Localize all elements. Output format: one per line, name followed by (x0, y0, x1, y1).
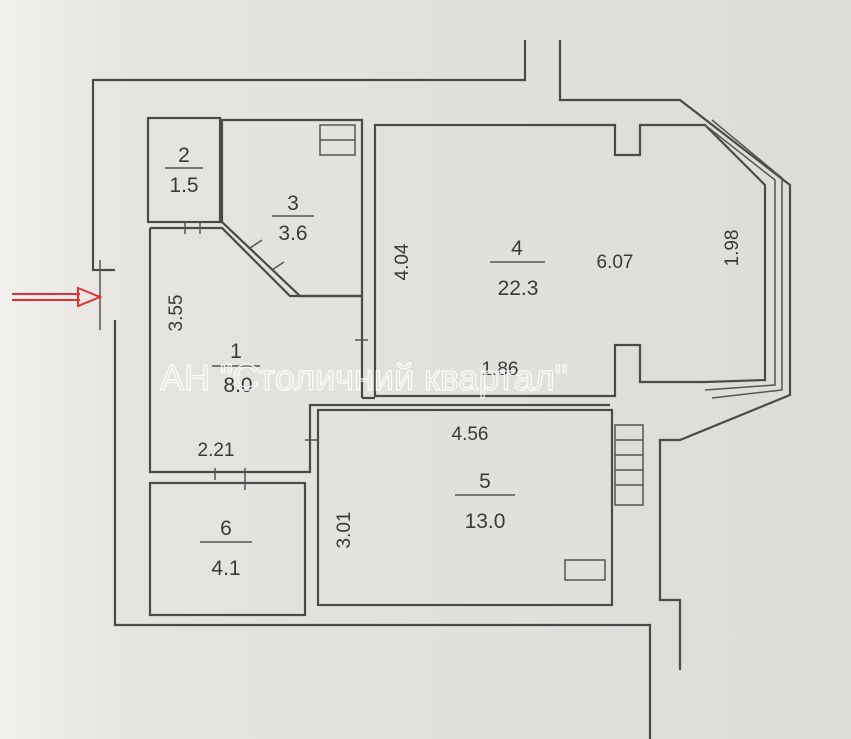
svg-text:4.1: 4.1 (211, 557, 240, 580)
door-marks (184, 222, 368, 490)
dim-room4-height: 4.04 (392, 243, 413, 280)
room-1-outline (150, 226, 364, 398)
dim-bay-window: 1.98 (722, 230, 743, 267)
dim-room1-height: 3.55 (166, 295, 187, 332)
room-2-outline (146, 116, 222, 224)
svg-text:22.3: 22.3 (498, 277, 539, 300)
room-3-label: 3 3.6 (272, 192, 314, 245)
dim-room5-height: 3.01 (334, 512, 355, 549)
svg-text:5: 5 (479, 470, 491, 493)
room-4-label: 4 22.3 (490, 237, 545, 300)
svg-text:13.0: 13.0 (465, 510, 506, 533)
dim-room4-width: 6.07 (597, 252, 634, 273)
dim-room4-bottom: 1.86 (482, 359, 519, 380)
svg-text:1.5: 1.5 (169, 174, 198, 197)
room-5-outline (316, 408, 614, 607)
svg-text:6: 6 (220, 517, 232, 540)
dim-room1-width: 2.21 (198, 440, 235, 461)
outer-walls (91, 40, 792, 739)
room-2-label: 2 1.5 (165, 144, 203, 197)
room-6-label: 6 4.1 (200, 517, 252, 580)
entrance-arrow-icon (12, 286, 103, 308)
svg-text:1: 1 (230, 340, 242, 363)
dim-room5-width: 4.56 (452, 424, 489, 445)
svg-text:2: 2 (178, 144, 190, 167)
svg-text:3: 3 (287, 192, 299, 215)
watermark: АН "Столичний квартал" (160, 357, 568, 398)
svg-text:4: 4 (511, 237, 523, 260)
room-1-label: 1 8.0 (212, 340, 260, 397)
stairs (564, 424, 644, 581)
room-5-label: 5 13.0 (455, 470, 515, 533)
svg-text:8.0: 8.0 (223, 374, 252, 397)
room-6-outline (148, 481, 307, 617)
room-4-outline (373, 123, 767, 398)
svg-text:3.6: 3.6 (278, 222, 307, 245)
